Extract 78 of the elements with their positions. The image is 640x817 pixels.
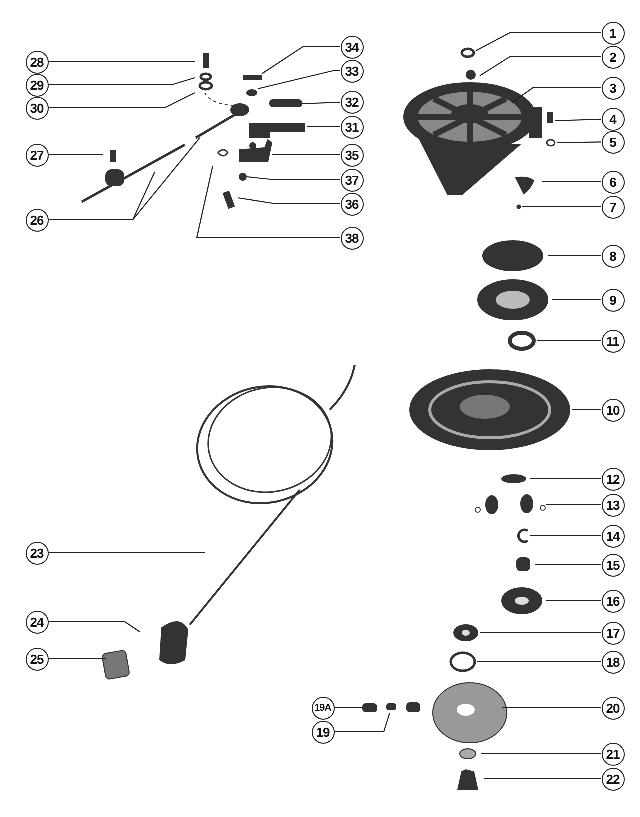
callout-number: 19 xyxy=(312,720,334,744)
callout-number: 32 xyxy=(340,90,364,114)
callout-number: 20 xyxy=(602,696,624,720)
leader-line xyxy=(48,621,140,632)
leader-line xyxy=(262,46,340,74)
leader-line xyxy=(535,564,602,566)
callout-number: 21 xyxy=(602,742,624,766)
leader-line xyxy=(272,154,340,156)
leader-line xyxy=(522,206,602,208)
leader-line xyxy=(48,658,106,660)
callout-number: 15 xyxy=(602,554,624,576)
callout-number: 19A xyxy=(312,696,334,720)
leader-line xyxy=(258,70,340,90)
callout-number: 12 xyxy=(602,468,624,490)
callout-number: 28 xyxy=(26,50,48,74)
callout-number: 34 xyxy=(340,36,364,58)
callout-number: 35 xyxy=(340,144,364,166)
callout-number: 36 xyxy=(340,192,364,216)
leader-line xyxy=(48,77,196,86)
leader-line xyxy=(238,197,340,205)
leader-line xyxy=(572,409,602,411)
callout-number: 38 xyxy=(340,226,364,250)
callout-number: 4 xyxy=(602,108,624,130)
leader-line xyxy=(512,87,602,104)
leader-line xyxy=(502,707,602,709)
callout-number: 7 xyxy=(602,196,624,218)
leader-line xyxy=(530,478,602,480)
leader-line xyxy=(480,632,602,634)
leader-line xyxy=(546,600,602,602)
callout-number: 23 xyxy=(26,542,48,564)
callout-number: 6 xyxy=(602,170,624,194)
callout-number: 13 xyxy=(602,494,624,516)
callout-number: 27 xyxy=(26,144,48,166)
callout-number: 10 xyxy=(602,398,624,422)
leader-line xyxy=(48,154,103,156)
leader-line xyxy=(48,92,196,109)
leader-line xyxy=(48,138,200,221)
leader-line xyxy=(552,299,602,301)
leader-line xyxy=(481,753,602,755)
callout-number: 18 xyxy=(602,650,624,674)
callout-number: 22 xyxy=(602,768,624,790)
leader-line xyxy=(530,535,602,537)
callout-number: 24 xyxy=(26,610,48,634)
callout-number: 16 xyxy=(602,590,624,612)
callout-number: 37 xyxy=(340,168,364,192)
leader-line xyxy=(542,181,602,183)
leader-line xyxy=(484,778,602,780)
leader-line xyxy=(334,712,391,733)
callout-number: 9 xyxy=(602,288,624,312)
callout-number: 30 xyxy=(26,96,48,120)
leader-line xyxy=(480,56,602,76)
leader-line xyxy=(302,102,341,105)
leader-line xyxy=(557,142,602,144)
callout-number: 1 xyxy=(602,22,624,44)
callout-number: 14 xyxy=(602,524,624,548)
leader-line xyxy=(554,118,602,122)
callout-number: 11 xyxy=(602,330,624,352)
callout-number: 8 xyxy=(602,244,624,268)
leader-line xyxy=(477,661,602,663)
leader-line xyxy=(246,176,340,181)
leader-line xyxy=(476,32,602,52)
leader-line xyxy=(334,707,363,709)
leader-line xyxy=(48,61,195,63)
callout-number: 31 xyxy=(340,116,364,138)
callout-number: 3 xyxy=(602,76,624,100)
callout-number: 29 xyxy=(26,74,48,96)
leader-line xyxy=(48,552,205,554)
callout-number: 26 xyxy=(26,208,48,232)
callout-number: 5 xyxy=(602,130,624,154)
leader-line xyxy=(546,504,602,506)
leader-line xyxy=(196,166,340,239)
callout-number: 17 xyxy=(602,622,624,644)
leader-line xyxy=(307,126,340,128)
leader-line xyxy=(548,255,602,257)
callout-number: 25 xyxy=(26,648,48,670)
callout-number: 33 xyxy=(340,60,364,82)
leader-line xyxy=(537,340,602,342)
callout-number: 2 xyxy=(602,46,624,68)
